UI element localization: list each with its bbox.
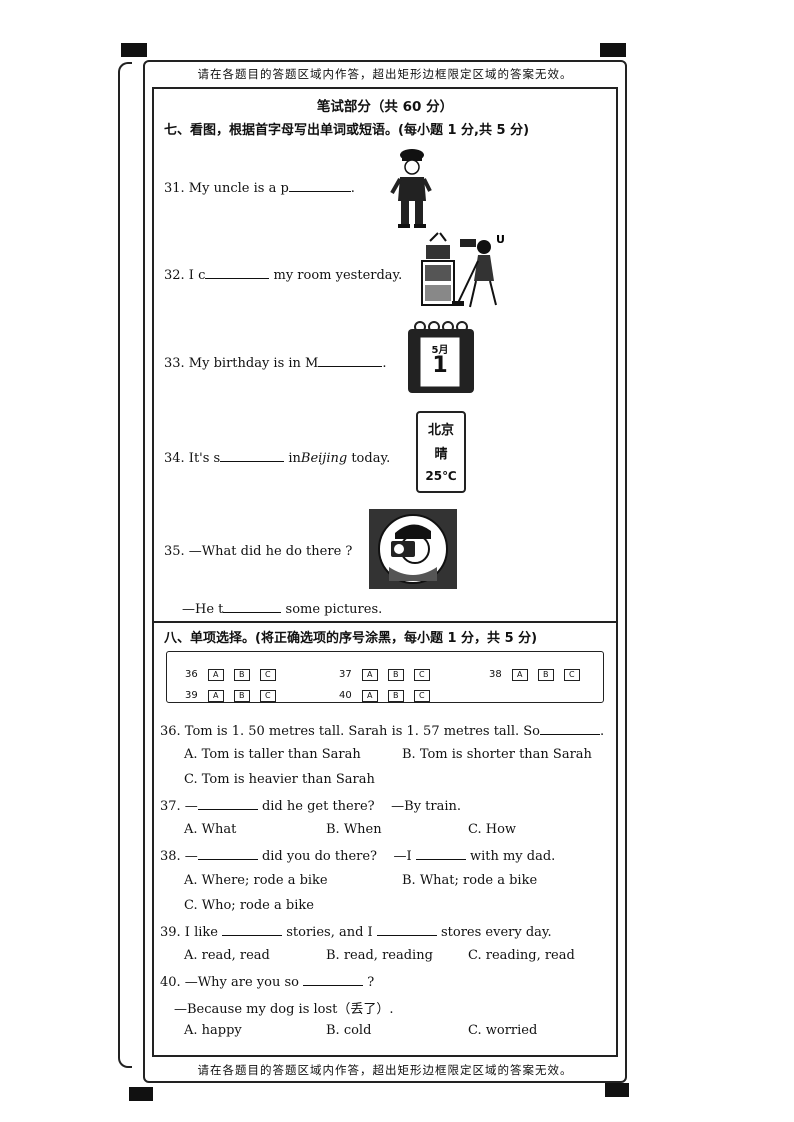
cleaning-room-icon: U — [421, 232, 505, 308]
svg-text:U: U — [496, 233, 505, 246]
policeman-icon — [390, 149, 432, 228]
question-31: 31. My uncle is a p. — [164, 179, 355, 196]
binding-bracket — [118, 62, 132, 1068]
registration-mark-bottom-right — [605, 1083, 629, 1097]
blank-33[interactable] — [318, 354, 383, 367]
blank-37[interactable] — [197, 797, 258, 810]
option-39-a: A. read, read — [184, 948, 270, 963]
question-33: 33. My birthday is in M. — [164, 354, 387, 371]
option-40-a: A. happy — [184, 1023, 242, 1038]
part7-heading: 七、看图，根据首字母写出单词或短语。(每小题 1 分,共 5 分) — [164, 123, 530, 138]
question-40-reply: —Because my dog is lost（丢了）. — [174, 1002, 394, 1017]
question-39: 39. I like stories, and I stores every d… — [160, 923, 552, 940]
registration-mark-top-right — [600, 43, 626, 57]
answer-area: 笔试部分（共 60 分） 七、看图，根据首字母写出单词或短语。(每小题 1 分,… — [152, 87, 618, 1057]
option-36-c: C. Tom is heavier than Sarah — [184, 772, 375, 787]
option-40-c: C. worried — [468, 1023, 538, 1038]
blank-35[interactable] — [223, 600, 282, 613]
section-divider — [154, 621, 616, 623]
option-38-a: A. Where; rode a bike — [184, 873, 328, 888]
question-36: 36. Tom is 1. 50 metres tall. Sarah is 1… — [160, 722, 605, 739]
registration-mark-top-left — [121, 43, 147, 57]
question-32: 32. I c my room yesterday. — [164, 266, 403, 283]
taking-photo-icon — [369, 509, 457, 589]
weather-city: 北京 — [427, 423, 454, 438]
registration-mark-bottom-left — [129, 1087, 153, 1101]
blank-38a[interactable] — [197, 847, 258, 860]
question-40: 40. —Why are you so ? — [160, 973, 375, 990]
calendar-month: 5月 — [431, 345, 449, 356]
calendar-icon: 5月 1 — [406, 319, 476, 395]
blank-39b[interactable] — [376, 923, 437, 936]
question-35: 35. —What did he do there ? — [164, 544, 353, 559]
weather-condition: 晴 — [434, 447, 448, 462]
notice-top: 请在各题目的答题区域内作答，超出矩形边框限定区域的答案无效。 — [197, 67, 573, 81]
blank-34[interactable] — [220, 449, 285, 462]
answer-frame: 请在各题目的答题区域内作答，超出矩形边框限定区域的答案无效。 笔试部分（共 60… — [143, 60, 627, 1083]
question-35-answer: —He t some pictures. — [182, 600, 383, 617]
blank-36[interactable] — [539, 722, 600, 735]
question-38: 38. — did you do there? —I with my dad. — [160, 847, 556, 864]
option-40-b: B. cold — [326, 1023, 372, 1038]
weather-temperature: 25℃ — [425, 469, 457, 483]
weather-card: 北京 晴 25℃ — [416, 411, 466, 493]
question-34: 34. It's s inBeijing today. — [164, 449, 391, 466]
part8-heading: 八、单项选择。(将正确选项的序号涂黑，每小题 1 分，共 5 分) — [164, 631, 538, 646]
notice-bottom: 请在各题目的答题区域内作答，超出矩形边框限定区域的答案无效。 — [197, 1063, 573, 1077]
option-37-a: A. What — [184, 822, 237, 837]
option-38-c: C. Who; rode a bike — [184, 898, 314, 913]
blank-40[interactable] — [303, 973, 364, 986]
blank-32[interactable] — [205, 266, 270, 279]
section-title: 笔试部分（共 60 分） — [316, 99, 454, 115]
blank-31[interactable] — [288, 179, 351, 192]
option-37-c: C. How — [468, 822, 517, 837]
calendar-day: 1 — [432, 353, 448, 378]
option-39-b: B. read, reading — [326, 948, 433, 963]
option-39-c: C. reading, read — [468, 948, 575, 963]
blank-39a[interactable] — [222, 923, 283, 936]
blank-38b[interactable] — [415, 847, 466, 860]
question-37: 37. — did he get there? —By train. — [160, 797, 462, 814]
option-36-b: B. Tom is shorter than Sarah — [402, 747, 592, 762]
option-37-b: B. When — [326, 822, 382, 837]
option-38-b: B. What; rode a bike — [402, 873, 538, 888]
option-36-a: A. Tom is taller than Sarah — [184, 747, 361, 762]
